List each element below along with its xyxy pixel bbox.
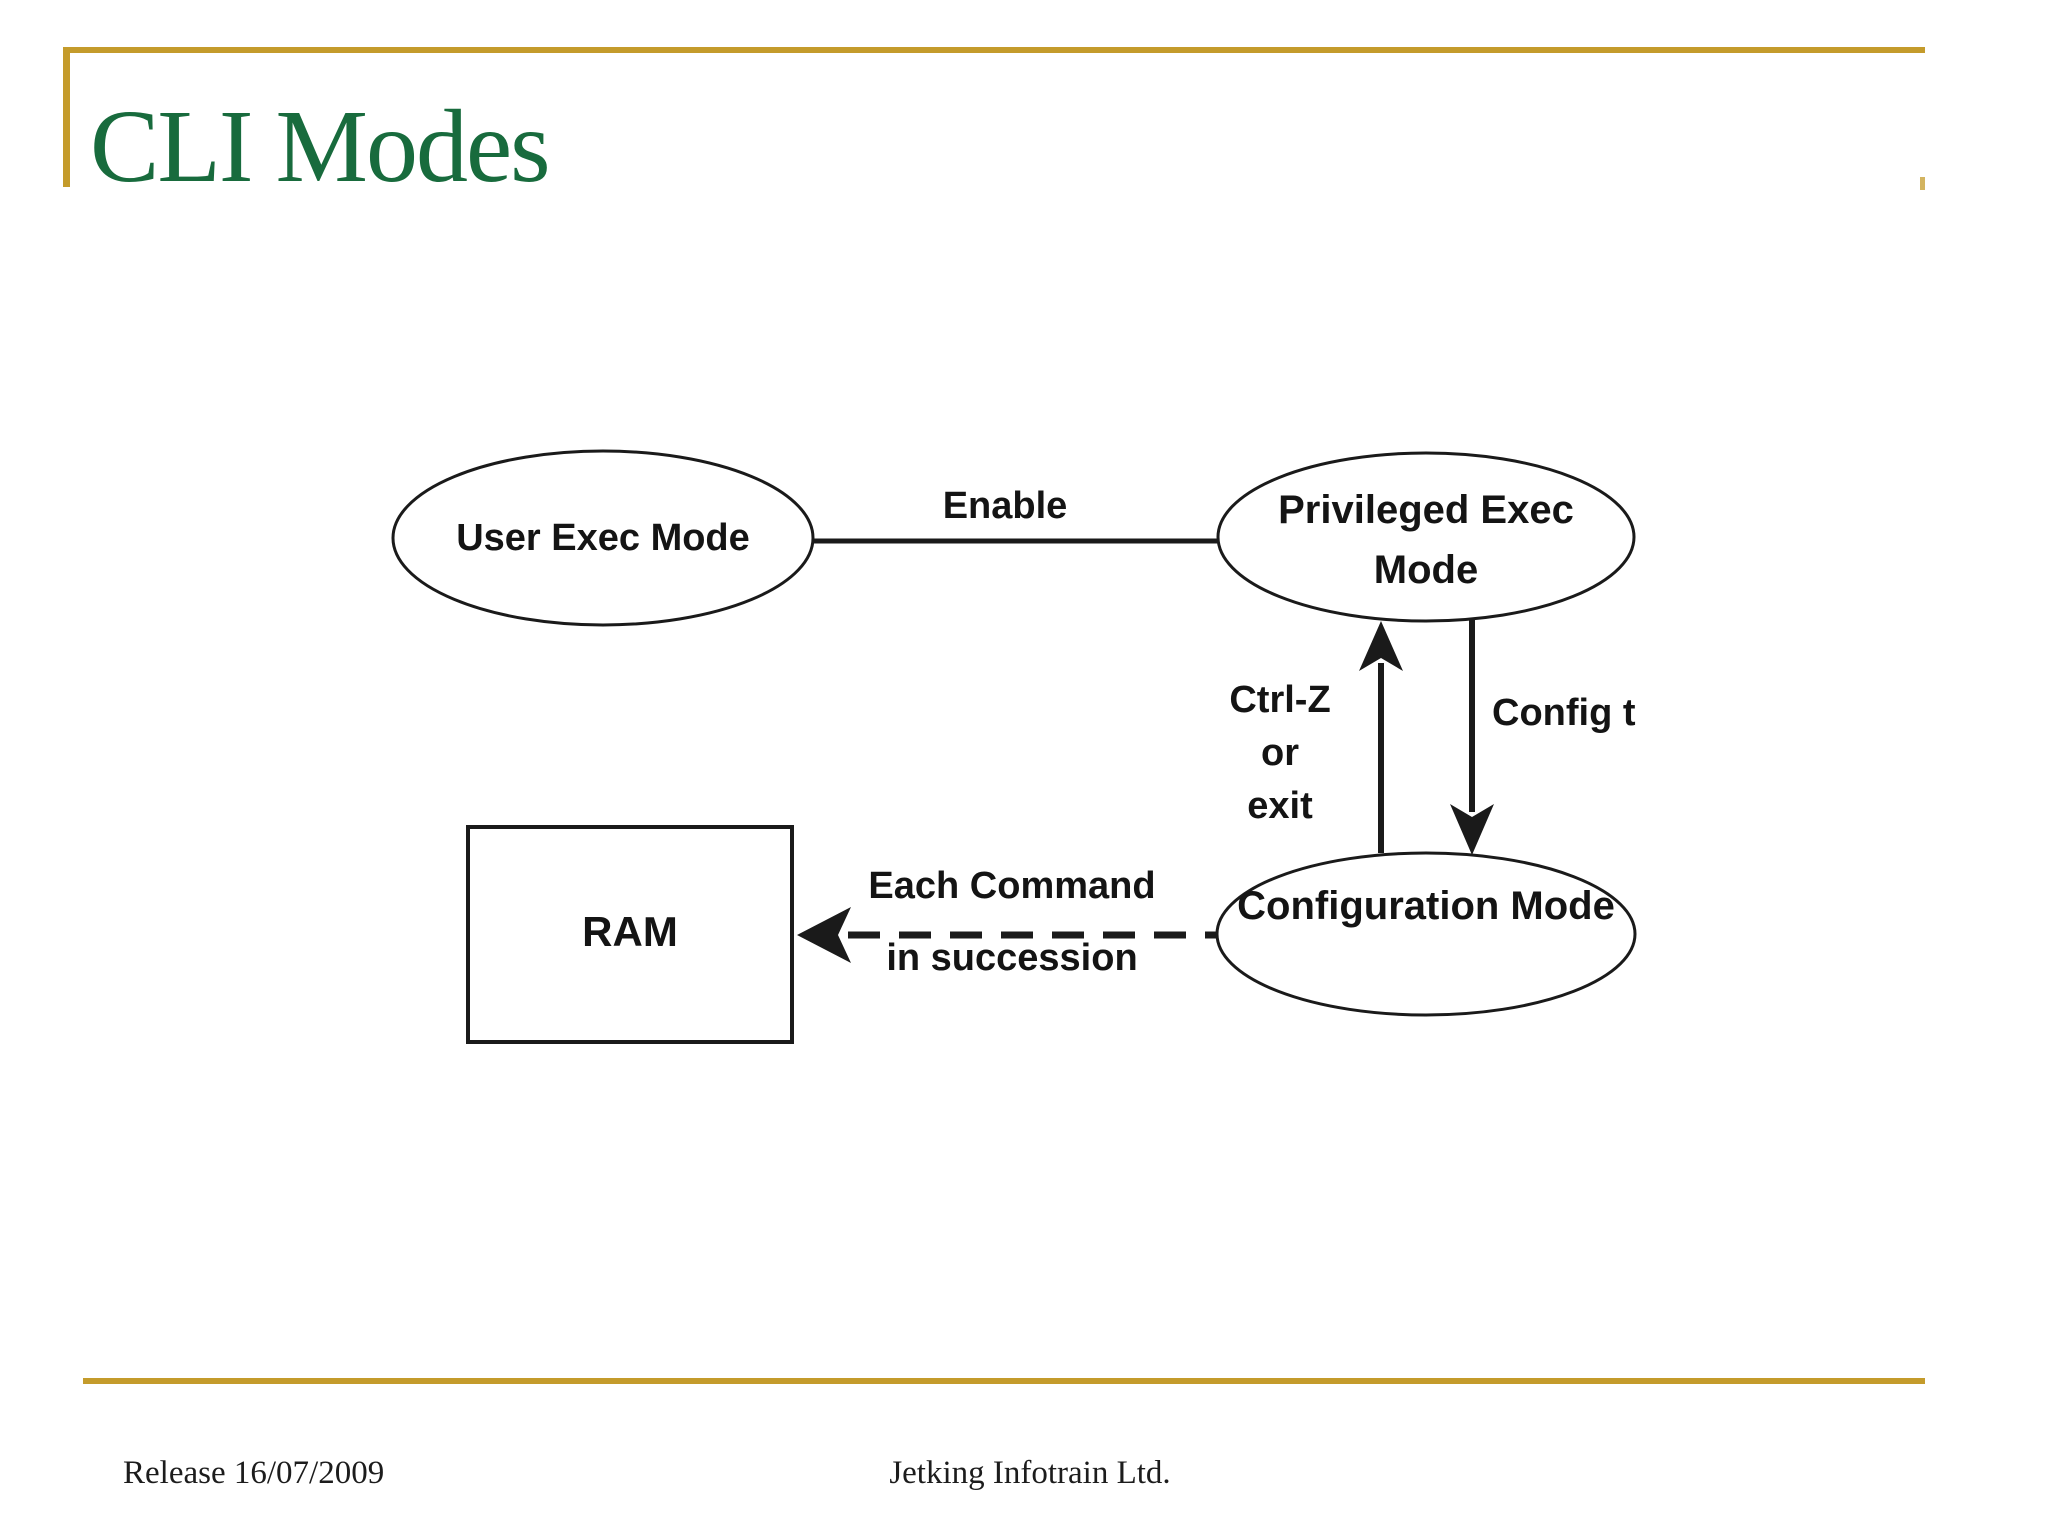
page-title: CLI Modes: [90, 89, 551, 204]
ctrl-z-line: Ctrl-Z: [1229, 679, 1331, 721]
ctrl-z-exit-edge-label: Ctrl-Z or exit: [1180, 674, 1380, 833]
privileged-exec-mode-label: Privileged Exec Mode: [1278, 488, 1574, 592]
user-exec-mode-ellipse: [391, 449, 815, 627]
footer-company-name: Jetking Infotrain Ltd.: [889, 1455, 1171, 1491]
each-command-edge-label-line1: Each Command: [868, 865, 1156, 907]
ram-label: RAM: [582, 908, 678, 955]
each-command-edge-label-line2: in succession: [886, 937, 1138, 979]
bottom-gold-rule: [83, 1378, 1925, 1384]
enable-edge-label: Enable: [942, 485, 1068, 527]
title-right-gold-tick: [1920, 177, 1925, 190]
or-line: or: [1261, 732, 1299, 774]
ram-box: [466, 825, 794, 1044]
title-left-gold-tick: [63, 47, 70, 187]
each-command-arrowhead-left: [797, 907, 851, 963]
config-t-edge-label: Config t: [1492, 692, 1636, 734]
footer-release-date: Release 16/07/2009: [123, 1455, 385, 1491]
ctrl-z-exit-arrowhead-up: [1359, 621, 1403, 671]
user-exec-mode-label: User Exec Mode: [456, 517, 750, 559]
exit-line: exit: [1247, 785, 1313, 827]
privileged-exec-mode-ellipse: [1216, 451, 1636, 623]
configuration-mode-label: Configuration Mode: [1237, 884, 1615, 928]
config-t-arrowhead-down: [1450, 804, 1494, 855]
top-gold-rule: [63, 47, 1925, 53]
